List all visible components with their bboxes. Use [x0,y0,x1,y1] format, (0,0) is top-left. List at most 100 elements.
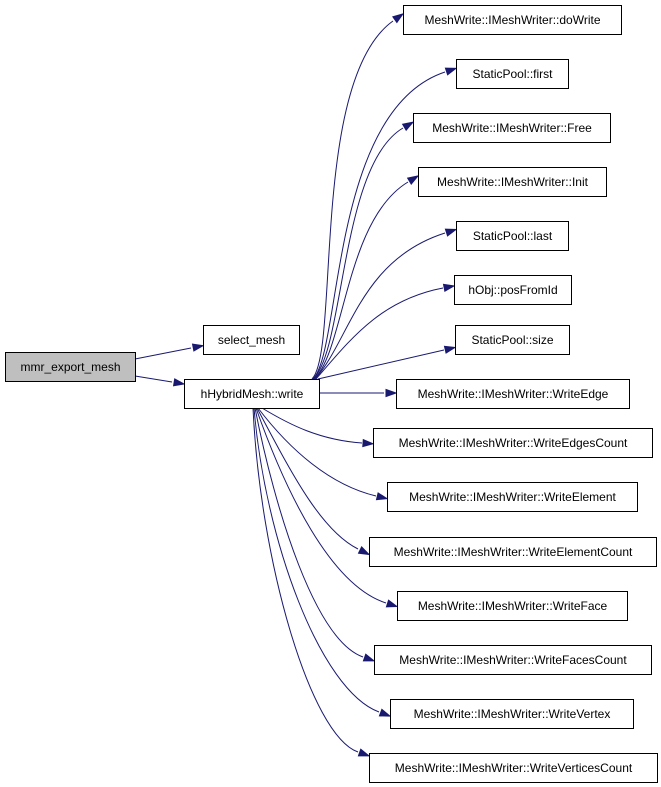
node-select_mesh[interactable]: select_mesh [203,325,300,355]
arrowhead [385,388,398,398]
edge-hybrid_write-to-writeEdge [319,388,398,398]
node-box [418,167,607,197]
node-writeFace[interactable]: MeshWrite::IMeshWriter::WriteFace [397,591,628,621]
edge-line [257,407,377,497]
node-writeEdgesCount[interactable]: MeshWrite::IMeshWriter::WriteEdgesCount [373,428,653,458]
arrowhead [392,13,405,24]
node-writeElement[interactable]: MeshWrite::IMeshWriter::WriteElement [387,482,638,512]
arrowhead [385,599,399,608]
node-label: MeshWrite::IMeshWriter::WriteElementCoun… [394,545,633,559]
node-label: hObj::posFromId [468,283,557,297]
edge-line [134,375,173,383]
node-box [374,645,652,675]
node-box [203,325,300,355]
node-box [397,591,628,621]
arrowhead [444,67,458,76]
edge-hybrid_write-to-writeFacesCount [254,407,376,662]
node-label: StaticPool::size [471,333,553,347]
node-box [5,352,136,382]
edge-hybrid_write-to-writeVertex [253,407,392,717]
edge-hybrid_write-to-writeEdgesCount [261,407,375,448]
edge-hybrid_write-to-last [314,228,458,380]
node-box [454,275,572,305]
edge-hybrid_write-to-writeVerticesCount [252,407,371,757]
arrowhead [375,492,389,501]
edge-line [254,407,364,658]
node-writeElementCount[interactable]: MeshWrite::IMeshWriter::WriteElementCoun… [369,537,657,567]
node-free[interactable]: MeshWrite::IMeshWriter::Free [413,113,611,143]
node-label: StaticPool::last [473,229,553,243]
arrowhead [357,546,371,556]
node-box [373,428,653,458]
node-box [456,221,569,251]
node-hybrid_write[interactable]: hHybridMesh::write [184,379,320,409]
arrowhead [191,343,205,352]
edge-mmr_export_mesh-to-select_mesh [134,343,205,360]
edge-hybrid_write-to-doWrite [311,13,405,380]
node-first[interactable]: StaticPool::first [456,59,569,89]
arrowhead [172,378,186,387]
node-writeEdge[interactable]: MeshWrite::IMeshWriter::WriteEdge [396,379,630,409]
node-box [396,379,630,409]
nodes-layer: mmr_export_mesh select_meshhHybridMesh::w… [5,5,658,783]
node-box [390,699,634,729]
edge-hybrid_write-to-writeElement [257,407,389,501]
edge-line [313,181,409,380]
node-box [403,5,622,35]
node-writeVerticesCount[interactable]: MeshWrite::IMeshWriter::WriteVerticesCou… [369,753,658,783]
edges-layer [134,13,458,757]
edge-line [256,407,359,550]
edge-mmr_export_mesh-to-hybrid_write [134,375,186,387]
node-size[interactable]: StaticPool::size [455,325,570,355]
node-writeFacesCount[interactable]: MeshWrite::IMeshWriter::WriteFacesCount [374,645,652,675]
edge-line [255,407,387,604]
arrowhead [406,175,420,185]
arrowhead [378,708,392,717]
edge-line [311,20,394,380]
node-box [369,753,658,783]
arrowhead [362,438,375,448]
arrowhead [442,283,456,292]
node-box [184,379,320,409]
edge-line [261,407,363,444]
node-label: select_mesh [218,333,285,347]
edge-line [317,349,445,380]
node-mmr_export_mesh: mmr_export_mesh [5,352,136,382]
node-label: MeshWrite::IMeshWriter::WriteEdgesCount [399,436,628,450]
node-writeVertex[interactable]: MeshWrite::IMeshWriter::WriteVertex [390,699,634,729]
node-box [455,325,570,355]
edge-line [252,407,359,753]
node-label: MeshWrite::IMeshWriter::WriteEdge [418,387,609,401]
node-label: MeshWrite::IMeshWriter::WriteFace [418,599,608,613]
node-box [369,537,657,567]
node-posFromId[interactable]: hObj::posFromId [454,275,572,305]
arrowhead [443,345,457,354]
node-label: MeshWrite::IMeshWriter::WriteElement [409,490,616,504]
arrowhead [357,748,371,757]
edge-line [315,287,444,380]
edge-hybrid_write-to-writeElementCount [256,407,371,556]
node-box [387,482,638,512]
node-doWrite[interactable]: MeshWrite::IMeshWriter::doWrite [403,5,622,35]
node-init[interactable]: MeshWrite::IMeshWriter::Init [418,167,607,197]
node-label: MeshWrite::IMeshWriter::WriteVertex [414,707,611,721]
edge-hybrid_write-to-first [312,67,458,380]
node-box [456,59,569,89]
node-box [413,113,611,143]
edge-line [314,232,446,380]
node-last[interactable]: StaticPool::last [456,221,569,251]
arrowhead [444,228,458,237]
edge-line [134,347,192,360]
node-label: MeshWrite::IMeshWriter::doWrite [424,13,600,27]
node-label: MeshWrite::IMeshWriter::WriteVerticesCou… [395,761,633,775]
arrowhead [362,653,376,662]
edge-hybrid_write-to-size [317,345,457,380]
edge-hybrid_write-to-writeFace [255,407,399,608]
edge-line [312,127,404,380]
node-label: StaticPool::first [472,67,553,81]
edge-hybrid_write-to-free [312,121,415,380]
node-label: hHybridMesh::write [201,387,304,401]
edge-hybrid_write-to-init [313,175,420,380]
node-label: mmr_export_mesh [20,360,120,374]
